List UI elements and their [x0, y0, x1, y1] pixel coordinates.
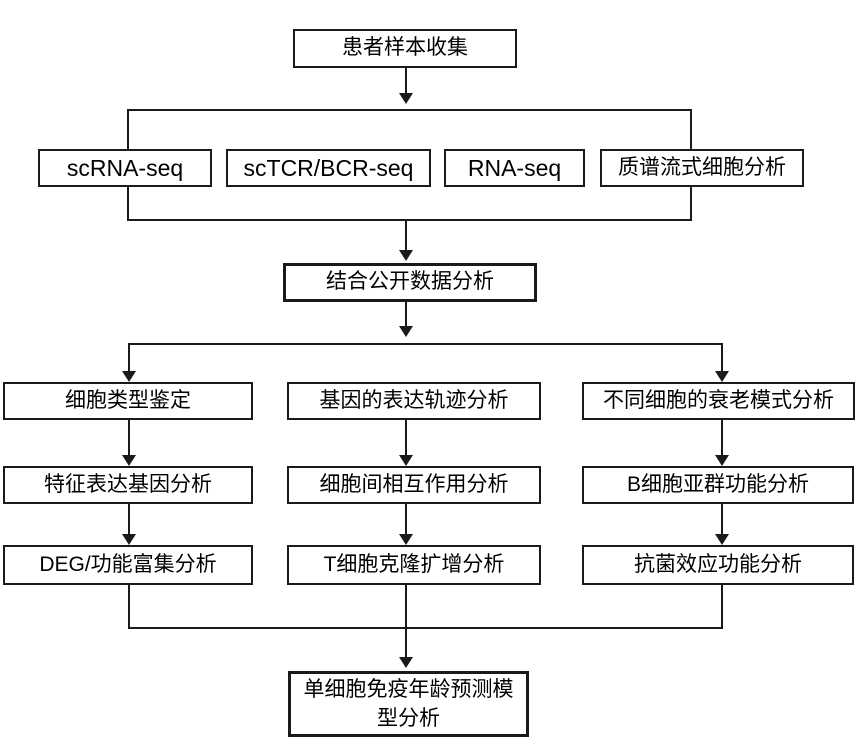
antibacterial-effect-box: 抗菌效应功能分析: [582, 545, 854, 585]
deg-enrichment-label: DEG/功能富集分析: [39, 552, 217, 576]
scrna-seq-label: scRNA-seq: [66, 154, 184, 181]
flow-line-vertical: [128, 343, 130, 372]
down-arrowhead: [399, 657, 413, 668]
down-arrowhead: [122, 534, 136, 545]
t-cell-clonal-expansion-box: T细胞克隆扩增分析: [287, 545, 541, 585]
flow-line-vertical: [405, 420, 407, 455]
flow-line-vertical: [721, 504, 723, 534]
feature-gene-expression-label: 特征表达基因分析: [44, 472, 212, 496]
mass-cytometry-box: 质谱流式细胞分析: [600, 149, 804, 187]
patient-sample-box: 患者样本收集: [293, 29, 517, 68]
flow-line-vertical: [721, 585, 723, 629]
flow-line-vertical: [721, 420, 723, 455]
combine-public-data-label: 结合公开数据分析: [326, 270, 494, 294]
flow-line-vertical: [128, 504, 130, 534]
immune-age-prediction-label-line1: 单细胞免疫年龄预测模: [303, 678, 514, 701]
flow-line-vertical: [128, 585, 130, 629]
sctcr-bcr-seq-box: scTCR/BCR-seq: [226, 149, 431, 187]
flow-line-vertical: [405, 221, 407, 250]
b-cell-subset-function-label: B细胞亚群功能分析: [626, 472, 809, 496]
cell-type-identification-label: 细胞类型鉴定: [65, 388, 191, 412]
t-cell-clonal-expansion-label: T细胞克隆扩增分析: [323, 552, 505, 576]
sctcr-bcr-seq-label: scTCR/BCR-seq: [243, 154, 414, 181]
down-arrowhead: [715, 534, 729, 545]
gene-expression-trajectory-box: 基因的表达轨迹分析: [287, 382, 541, 420]
down-arrowhead: [399, 93, 413, 104]
branch-line: [128, 343, 723, 345]
antibacterial-effect-label: 抗菌效应功能分析: [634, 552, 802, 576]
patient-sample-label: 患者样本收集: [342, 36, 468, 60]
flow-line-vertical: [128, 420, 130, 455]
aging-pattern-label: 不同细胞的衰老模式分析: [603, 388, 834, 412]
cell-type-identification-box: 细胞类型鉴定: [3, 382, 253, 420]
down-arrowhead: [715, 455, 729, 466]
immune-age-prediction-box: 单细胞免疫年龄预测模 型分析: [288, 671, 529, 737]
down-arrowhead: [399, 534, 413, 545]
down-arrowhead: [715, 371, 729, 382]
rna-seq-label: RNA-seq: [467, 154, 562, 181]
deg-enrichment-box: DEG/功能富集分析: [3, 545, 253, 585]
rna-seq-box: RNA-seq: [444, 149, 585, 187]
aging-pattern-box: 不同细胞的衰老模式分析: [582, 382, 855, 420]
scrna-seq-box: scRNA-seq: [38, 149, 212, 187]
combine-public-data-box: 结合公开数据分析: [283, 263, 537, 302]
down-arrowhead: [399, 455, 413, 466]
cell-interaction-box: 细胞间相互作用分析: [287, 466, 541, 504]
flow-line-vertical: [405, 302, 407, 327]
cell-interaction-label: 细胞间相互作用分析: [319, 472, 509, 496]
flow-line-vertical: [721, 343, 723, 372]
mass-cytometry-label: 质谱流式细胞分析: [618, 155, 786, 179]
flow-line-vertical: [405, 585, 407, 657]
immune-age-prediction-label-line2: 型分析: [377, 707, 440, 730]
b-cell-subset-function-box: B细胞亚群功能分析: [582, 466, 854, 504]
down-arrowhead: [122, 371, 136, 382]
down-arrowhead: [399, 326, 413, 337]
gene-expression-trajectory-label: 基因的表达轨迹分析: [319, 388, 509, 412]
down-arrowhead: [399, 250, 413, 261]
down-arrowhead: [122, 455, 136, 466]
feature-gene-expression-box: 特征表达基因分析: [3, 466, 253, 504]
merge-line: [128, 627, 723, 629]
flow-line-vertical: [405, 504, 407, 534]
flow-line-vertical: [405, 68, 407, 94]
